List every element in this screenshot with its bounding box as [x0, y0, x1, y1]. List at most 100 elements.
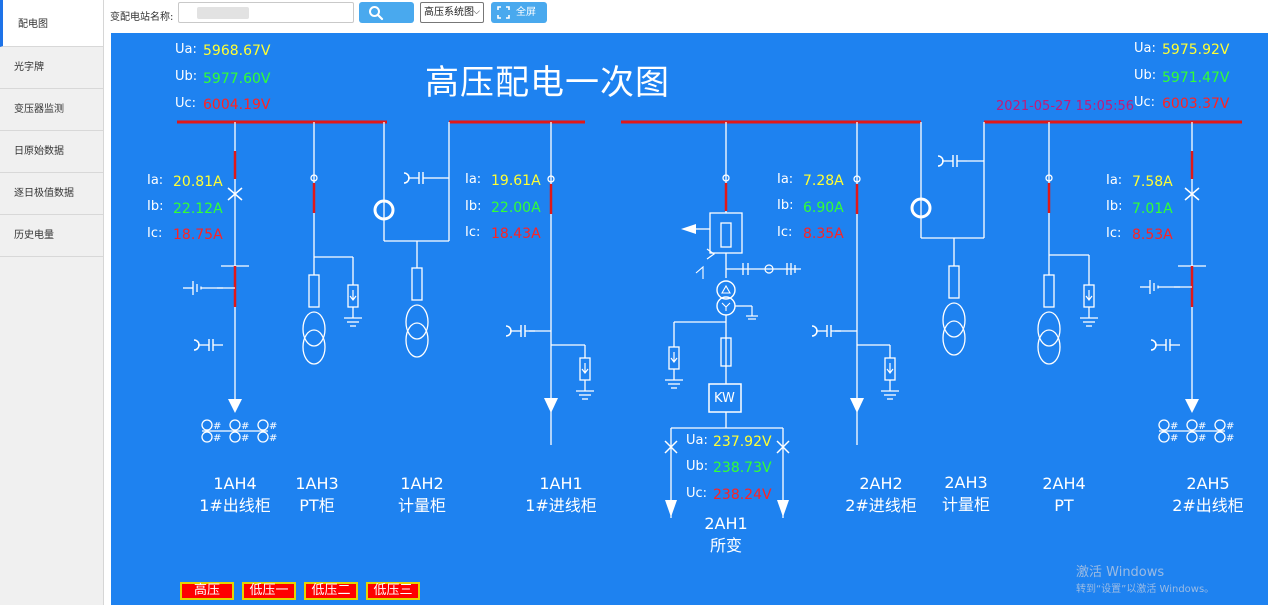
cabinet-code: 1AH4: [213, 474, 257, 493]
cabinet-2AH1[interactable]: 2AH1 所变: [691, 513, 761, 557]
fullscreen-label: 全屏: [516, 7, 536, 18]
cabinet-2AH4[interactable]: 2AH4 PT: [1029, 473, 1099, 517]
system-diagram-select[interactable]: 高压系统图 ⌵: [420, 2, 484, 23]
low-voltage-3-button[interactable]: 低压三: [366, 582, 420, 600]
cabinet-code: 2AH5: [1186, 474, 1230, 493]
cabinet-1AH4[interactable]: 1AH4 1#出线柜: [195, 473, 275, 517]
bus-left-ua-label: Ua:: [175, 42, 197, 57]
station-name-value: [197, 7, 249, 19]
sidebar-item-daily-raw-data[interactable]: 日原始数据: [0, 131, 103, 173]
fullscreen-button[interactable]: 全屏: [491, 2, 547, 23]
ia-value-2AH5: 7.58A: [1132, 174, 1173, 190]
feeder-2AH4: [1037, 122, 1099, 365]
windows-activation-hint: 转到“设置”以激活 Windows。: [1076, 584, 1215, 595]
kw-meter-label: KW: [714, 391, 735, 406]
feeder-2AH1: [664, 122, 801, 518]
low-voltage-2-button[interactable]: 低压二: [304, 582, 358, 600]
ia-value-1AH4: 20.81A: [173, 174, 223, 190]
feeder-1AH3: [302, 122, 363, 365]
search-icon: [369, 6, 384, 21]
station-name-input[interactable]: [178, 2, 354, 23]
low-ua-value: 237.92V: [713, 434, 772, 450]
cabinet-2AH2[interactable]: 2AH2 2#进线柜: [839, 473, 923, 517]
sidebar-item-distribution-diagram[interactable]: 配电图: [0, 0, 103, 47]
toolbar: 变配电站名称: 高压系统图 ⌵ 全屏: [104, 0, 1268, 31]
cabinet-name: 1#出线柜: [199, 496, 271, 515]
ib-label-2AH2: Ib:: [777, 198, 794, 213]
ia-value-2AH2: 7.28A: [803, 173, 844, 189]
cabinet-1AH3[interactable]: 1AH3 PT柜: [287, 473, 347, 517]
ic-value-1AH4: 18.75A: [173, 227, 223, 243]
cabinet-code: 1AH1: [539, 474, 583, 493]
ic-value-2AH5: 8.53A: [1132, 227, 1173, 243]
chevron-down-icon: ⌵: [473, 7, 480, 17]
cabinet-2AH3[interactable]: 2AH3 计量柜: [931, 472, 1001, 516]
timestamp: 2021-05-27 15:05:56: [996, 99, 1135, 114]
ia-label-1AH1: Ia:: [465, 172, 482, 187]
high-voltage-button[interactable]: 高压: [180, 582, 234, 600]
cabinet-2AH5[interactable]: 2AH5 2#出线柜: [1163, 473, 1253, 517]
low-ub-value: 238.73V: [713, 460, 772, 476]
bus-left-uc-label: Uc:: [175, 96, 197, 111]
cabinet-name: PT柜: [299, 496, 335, 515]
ib-label-1AH1: Ib:: [465, 199, 482, 214]
low-uc-label: Uc:: [686, 486, 708, 501]
ib-value-1AH4: 22.12A: [173, 201, 223, 217]
ib-value-2AH5: 7.01A: [1132, 201, 1173, 217]
feeder-1AH1: [505, 122, 595, 445]
cabinet-code: 1AH2: [400, 474, 444, 493]
bus-right-ub: 5971.47V: [1162, 70, 1230, 86]
feeder-2AH2: [811, 122, 900, 445]
bus-right-uc-label: Uc:: [1134, 95, 1156, 110]
search-button[interactable]: [359, 2, 414, 23]
ic-label-1AH4: Ic:: [147, 226, 163, 241]
ib-label-2AH5: Ib:: [1106, 199, 1123, 214]
ic-label-1AH1: Ic:: [465, 225, 481, 240]
cabinet-code: 2AH3: [944, 473, 988, 492]
bus-right-uc: 6003.37V: [1162, 96, 1230, 112]
cabinet-code: 2AH1: [704, 514, 748, 533]
low-voltage-1-button[interactable]: 低压一: [242, 582, 296, 600]
feeder-2AH5: [1139, 122, 1236, 445]
cabinet-name: PT: [1054, 496, 1074, 515]
cabinet-1AH1[interactable]: 1AH1 1#进线柜: [521, 473, 601, 517]
ia-label-2AH2: Ia:: [777, 172, 794, 187]
sidebar-item-daily-extreme-data[interactable]: 逐日极值数据: [0, 173, 103, 215]
sidebar-item-light-panel[interactable]: 光字牌: [0, 47, 103, 89]
bus-right-ub-label: Ub:: [1134, 68, 1157, 83]
ic-label-2AH5: Ic:: [1106, 226, 1122, 241]
ia-label-1AH4: Ia:: [147, 173, 164, 188]
cabinet-name: 1#进线柜: [525, 496, 597, 515]
cabinet-name: 计量柜: [397, 496, 446, 515]
ic-value-2AH2: 8.35A: [803, 226, 844, 242]
cabinet-code: 2AH4: [1042, 474, 1086, 493]
cabinet-code: 1AH3: [295, 474, 339, 493]
bus-right-ua-label: Ua:: [1134, 41, 1156, 56]
feeder-2AH3: [910, 122, 985, 356]
bus-left-ua: 5968.67V: [203, 43, 271, 59]
ic-value-1AH1: 18.43A: [491, 226, 541, 242]
cabinet-name: 2#出线柜: [1172, 496, 1244, 515]
cabinet-name: 所变: [709, 536, 742, 555]
sidebar: 配电图 光字牌 变压器监测 日原始数据 逐日极值数据 历史电量: [0, 0, 104, 605]
diagram-title: 高压配电一次图: [425, 63, 670, 103]
cabinet-1AH2[interactable]: 1AH2 计量柜: [387, 473, 457, 517]
low-uc-value: 238.24V: [713, 487, 772, 503]
fullscreen-icon: [497, 6, 510, 19]
cabinet-name: 2#进线柜: [845, 496, 917, 515]
bus-left-ub-label: Ub:: [175, 69, 198, 84]
ib-value-1AH1: 22.00A: [491, 200, 541, 216]
sidebar-item-transformer-monitor[interactable]: 变压器监测: [0, 89, 103, 131]
ia-value-1AH1: 19.61A: [491, 173, 541, 189]
system-diagram-select-value: 高压系统图: [424, 7, 474, 18]
feeder-1AH4: [182, 122, 279, 445]
station-name-label: 变配电站名称:: [110, 12, 174, 23]
cabinet-code: 2AH2: [859, 474, 903, 493]
windows-activation-watermark: 激活 Windows: [1076, 565, 1165, 580]
single-line-diagram: # # # # # #: [111, 33, 1268, 605]
sidebar-item-history-energy[interactable]: 历史电量: [0, 215, 103, 257]
low-ua-label: Ua:: [686, 433, 708, 448]
cabinet-name: 计量柜: [941, 495, 990, 514]
ib-value-2AH2: 6.90A: [803, 200, 844, 216]
ia-label-2AH5: Ia:: [1106, 173, 1123, 188]
